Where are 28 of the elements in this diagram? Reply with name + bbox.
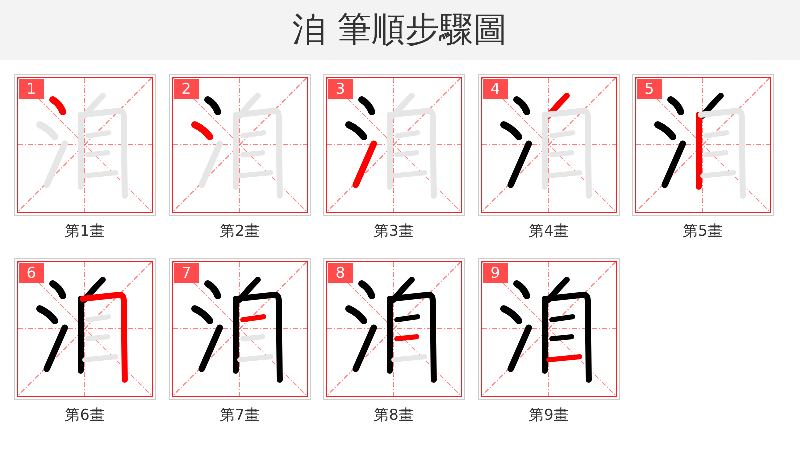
- stroke-step-cell: [14, 258, 156, 400]
- stroke-step-cell: [14, 74, 156, 216]
- step-caption: 第5畫: [683, 222, 723, 241]
- step-caption: 第6畫: [65, 406, 105, 425]
- step-number: 6: [19, 263, 44, 283]
- step-caption: 第2畫: [220, 222, 260, 241]
- step-number: 1: [19, 79, 44, 99]
- stroke-step-cell: [632, 74, 774, 216]
- stroke-step-cell: [323, 74, 465, 216]
- stroke-step-cell: [478, 74, 620, 216]
- stroke-step-cell: [478, 258, 620, 400]
- step-number: 9: [483, 263, 508, 283]
- step-caption: 第8畫: [374, 406, 414, 425]
- step-number: 2: [174, 79, 199, 99]
- step-caption: 第1畫: [65, 222, 105, 241]
- stroke-step-cell: [169, 74, 311, 216]
- step-caption: 第7畫: [220, 406, 260, 425]
- step-caption: 第3畫: [374, 222, 414, 241]
- page-title: 洎 筆順步驟圖: [292, 10, 508, 50]
- stroke-step-cell: [323, 258, 465, 400]
- step-number: 5: [637, 79, 662, 99]
- stroke-step-cell: [169, 258, 311, 400]
- step-caption: 第4畫: [529, 222, 569, 241]
- step-number: 7: [174, 263, 199, 283]
- step-number: 8: [328, 263, 353, 283]
- step-number: 4: [483, 79, 508, 99]
- step-caption: 第9畫: [529, 406, 569, 425]
- step-number: 3: [328, 79, 353, 99]
